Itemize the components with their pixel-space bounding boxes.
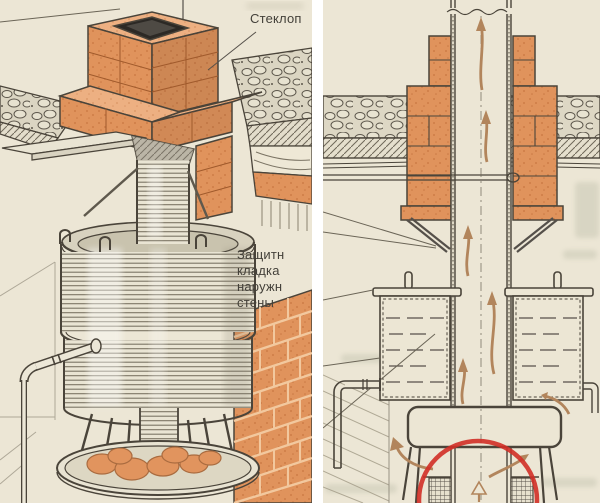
label-leader-lines bbox=[207, 31, 257, 71]
stone-basin bbox=[56, 440, 260, 500]
water-level-dashes bbox=[519, 317, 577, 383]
red-highlight-circle bbox=[416, 438, 540, 503]
flue-pipe bbox=[446, 0, 512, 503]
brick-wall bbox=[233, 289, 312, 503]
cleanout-rod bbox=[323, 172, 520, 183]
label-line: стены bbox=[237, 295, 275, 310]
wood-beam-cut bbox=[249, 145, 312, 177]
supply-pipe bbox=[333, 378, 381, 469]
water-tank-left bbox=[372, 271, 462, 401]
basin-stones bbox=[86, 446, 222, 481]
tank-bracket bbox=[404, 271, 413, 290]
wall-hatching bbox=[323, 374, 390, 503]
room-corner-lines bbox=[0, 261, 56, 485]
chimney-brick-casing bbox=[57, 11, 263, 221]
pipe-break-line bbox=[446, 8, 508, 16]
mortar-vertical-joints bbox=[259, 298, 301, 496]
firebox-stones bbox=[423, 476, 539, 503]
shadow-drip-lines bbox=[261, 200, 308, 231]
left-panel-illustration: Стеклоп Защитн кладка наружн стены bbox=[0, 0, 312, 503]
chimney-pipe-upper bbox=[136, 160, 190, 244]
support-struts bbox=[83, 167, 210, 220]
tank-bracket bbox=[553, 271, 562, 290]
pipe-coupling bbox=[51, 353, 62, 366]
label-line: Защитн bbox=[237, 247, 285, 262]
casing-support-struts bbox=[406, 217, 558, 253]
right-panel-schematic bbox=[323, 0, 600, 503]
barrel-brackets bbox=[59, 229, 207, 252]
leader-lines bbox=[323, 211, 437, 429]
drain-pipe bbox=[19, 338, 102, 503]
overflow-pipe bbox=[583, 382, 599, 413]
chamber-legs bbox=[401, 446, 559, 503]
flow-arrow-up bbox=[479, 23, 484, 91]
label-protective-masonry: Защитн кладка наружн стены bbox=[237, 247, 311, 311]
brick-column-lower bbox=[195, 135, 233, 221]
roof-edge-line bbox=[0, 8, 121, 23]
label-glass-insulation: Стеклоп bbox=[250, 11, 302, 26]
show-through-texture bbox=[246, 2, 304, 10]
flow-arrows bbox=[390, 17, 571, 502]
oven-chamber bbox=[406, 405, 563, 449]
brick-flue-casing bbox=[400, 35, 564, 221]
arrow-heads bbox=[390, 17, 548, 462]
water-tank-right bbox=[504, 271, 599, 413]
label-line: наружн bbox=[237, 279, 283, 294]
ceiling-batten-lines bbox=[323, 161, 600, 169]
water-barrel bbox=[59, 241, 257, 426]
label-line: кладка bbox=[237, 263, 280, 278]
water-level-dashes bbox=[386, 317, 444, 383]
ceiling-right-section bbox=[231, 47, 312, 231]
flow-arrow-outline-head bbox=[470, 480, 488, 495]
